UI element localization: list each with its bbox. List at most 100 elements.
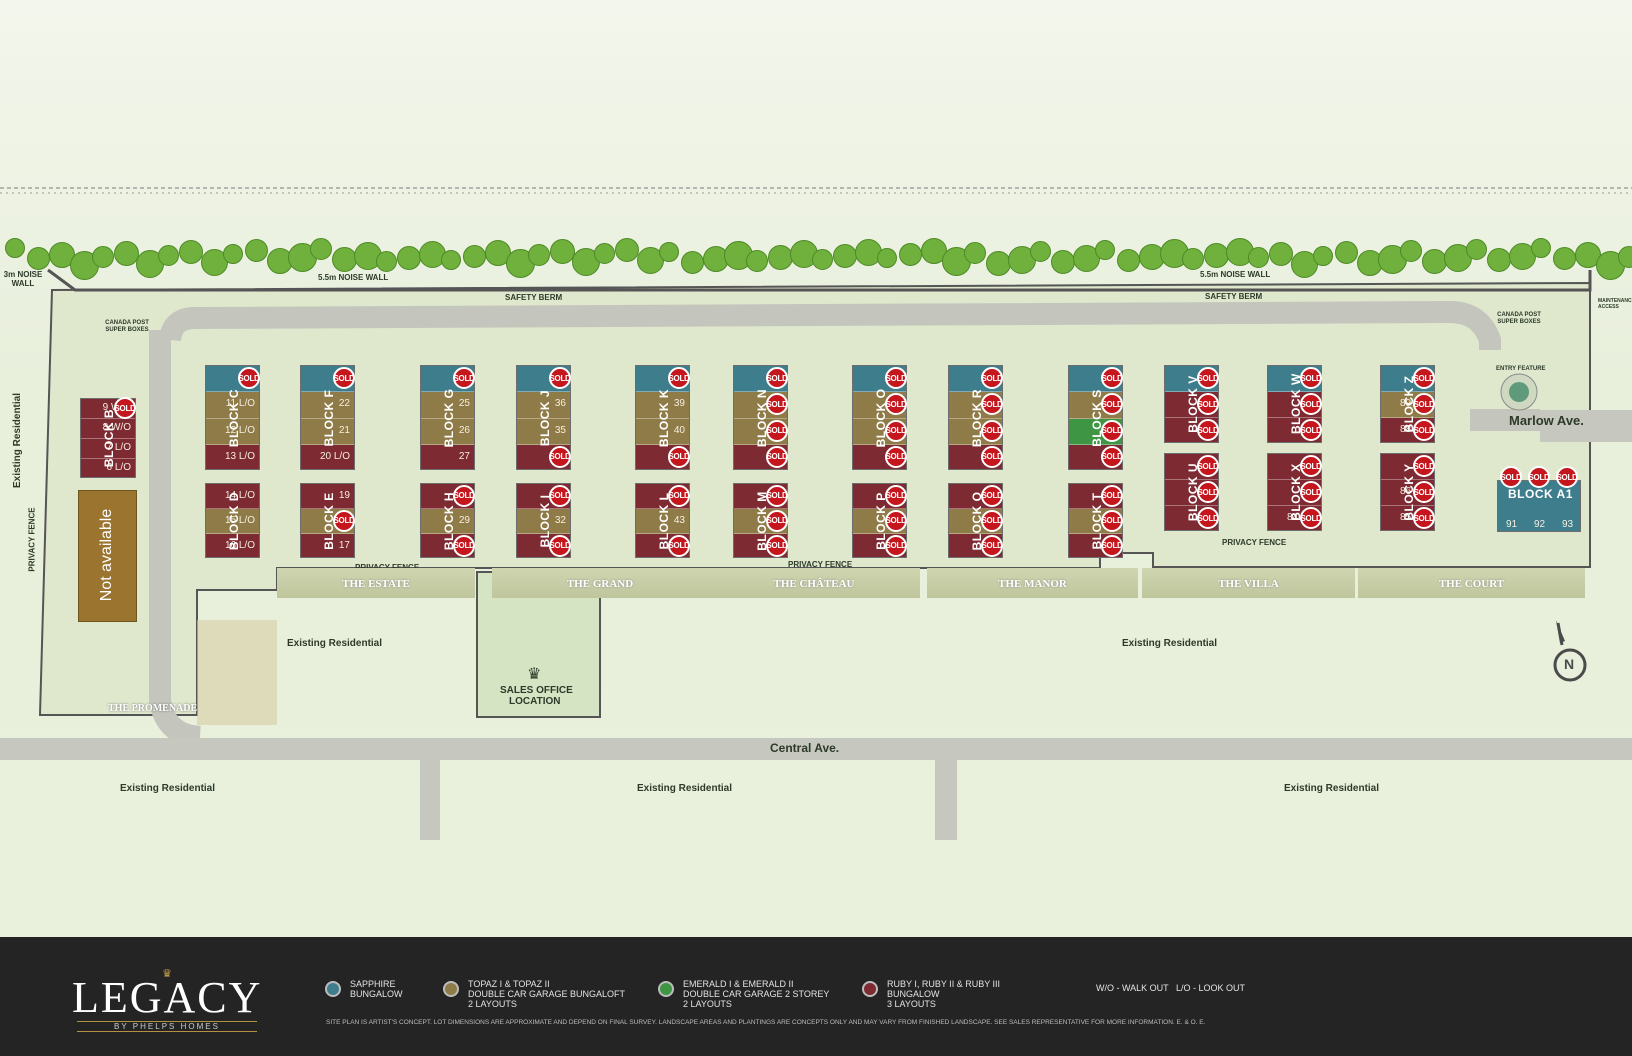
sold-badge: SOLD: [1300, 507, 1322, 529]
noise-wall-3m-label: 3m NOISE WALL: [3, 270, 43, 288]
legend-sapphire: SAPPHIRE BUNGALOW: [350, 979, 403, 999]
existing-residential-vertical-label: Existing Residential: [12, 392, 24, 489]
legend-footer: ♛ LEGACY BY PHELPS HOMES SAPPHIRE BUNGAL…: [0, 937, 1632, 1056]
street-band-0: THE ESTATE: [277, 568, 475, 598]
lot-15[interactable]: [206, 509, 259, 534]
tree-icon: [1029, 241, 1051, 262]
sold-badge: SOLD: [1413, 419, 1435, 441]
lot-number: 12 L/O: [224, 424, 255, 436]
tree-icon: [1182, 248, 1205, 270]
lot-14[interactable]: [206, 484, 259, 509]
legend-emerald-title: EMERALD I & EMERALD II: [683, 979, 794, 989]
street-band-1: THE GRAND: [492, 568, 708, 598]
legend-topaz: TOPAZ I & TOPAZ II DOUBLE CAR GARAGE BUN…: [468, 979, 625, 1009]
sold-badge: SOLD: [549, 445, 571, 468]
legend-topaz-title: TOPAZ I & TOPAZ II: [468, 979, 550, 989]
tree-icon: [1552, 247, 1576, 270]
north-arrow: [1553, 620, 1587, 682]
lot-number: 92: [1534, 519, 1546, 530]
lot-27[interactable]: [421, 444, 474, 469]
tree-icon: [1095, 240, 1115, 260]
not-available-block: Not available: [78, 490, 137, 622]
sold-badge: SOLD: [1413, 507, 1435, 529]
sold-badge: SOLD: [1101, 367, 1123, 390]
lot-21[interactable]: [301, 418, 354, 445]
lot-16[interactable]: [206, 534, 259, 557]
noise-wall-55-right-label: 5.5m NOISE WALL: [1200, 270, 1271, 279]
logo-main: LEGACY: [72, 973, 263, 1022]
sold-badge: SOLD: [981, 367, 1003, 390]
tree-icon: [1422, 249, 1447, 274]
sold-badge: SOLD: [981, 484, 1003, 507]
lot-25[interactable]: [421, 392, 474, 419]
lot-17[interactable]: [301, 534, 354, 557]
sold-badge: SOLD: [668, 445, 690, 468]
block-label: BLOCK G: [441, 388, 456, 447]
tree-icon: [964, 242, 987, 264]
street-name: THE CHÂTEAU: [773, 578, 855, 590]
sales-office-label: SALES OFFICE: [500, 685, 573, 696]
legacy-logo: ♛ LEGACY BY PHELPS HOMES: [72, 967, 262, 1032]
sold-badge: SOLD: [1413, 481, 1435, 503]
central-ave-road: [0, 738, 1632, 760]
legend-dot-ruby: [862, 981, 878, 997]
sold-badge: SOLD: [1300, 455, 1322, 477]
safety-berm-left-label: SAFETY BERM: [505, 293, 563, 302]
lot-number: 91: [1506, 519, 1518, 530]
lot-number: 13 L/O: [224, 450, 255, 462]
safety-berm-right-label: SAFETY BERM: [1205, 292, 1263, 301]
lot-26[interactable]: [421, 418, 474, 445]
sold-badge: SOLD: [885, 484, 907, 507]
lot-19[interactable]: [301, 484, 354, 509]
lot-13[interactable]: [206, 444, 259, 469]
tree-icon: [92, 246, 115, 268]
existing-residential-mid-right: Existing Residential: [1122, 638, 1218, 649]
lot-36[interactable]: [517, 392, 570, 419]
lot-93[interactable]: [1554, 481, 1580, 531]
sold-badge: SOLD: [766, 445, 788, 468]
tree-icon: [593, 243, 615, 264]
street-name: THE COURT: [1438, 578, 1505, 590]
street-name: THE MANOR: [998, 578, 1067, 590]
site-plan-map: 3m NOISE WALL 5.5m NOISE WALL 5.5m NOISE…: [0, 0, 1632, 937]
tree-icon: [811, 249, 833, 270]
street-band-5: THE COURT: [1358, 568, 1585, 598]
lot-92[interactable]: [1526, 481, 1554, 531]
sold-badge: SOLD: [981, 534, 1003, 557]
lot-29[interactable]: [421, 509, 474, 534]
legend-sapphire-title: SAPPHIRE: [350, 979, 396, 989]
marlow-ave-road: [1540, 410, 1632, 442]
lot-39[interactable]: [636, 392, 689, 419]
sold-badge: SOLD: [1197, 481, 1219, 503]
lot-20[interactable]: [301, 444, 354, 469]
legend-ruby-desc: BUNGALOW: [887, 989, 940, 999]
block-label: BLOCK A1: [1508, 487, 1573, 501]
block-block-j[interactable]: 37363534BLOCK J: [516, 365, 571, 470]
privacy-fence-label-2: PRIVACY FENCE: [788, 560, 853, 569]
lot-43[interactable]: [636, 509, 689, 534]
tree-icon: [898, 243, 922, 266]
sold-badge: SOLD: [766, 419, 788, 442]
lot-number: 39: [673, 398, 685, 410]
lot-6[interactable]: [81, 459, 135, 477]
lot-32[interactable]: [517, 509, 570, 534]
lot-12[interactable]: [206, 418, 259, 445]
sold-badge: SOLD: [668, 484, 690, 507]
lot-35[interactable]: [517, 418, 570, 445]
existing-residential-bottom-3: Existing Residential: [1284, 783, 1380, 794]
privacy-fence-vertical-label: PRIVACY FENCE: [27, 507, 37, 572]
tree-icon: [659, 242, 679, 262]
sold-badge: SOLD: [766, 484, 788, 507]
sold-badge: SOLD: [1197, 367, 1219, 389]
tree-icon: [462, 245, 486, 268]
lot-40[interactable]: [636, 418, 689, 445]
lot-7[interactable]: [81, 439, 135, 459]
street-name: THE GRAND: [566, 578, 634, 590]
lot-22[interactable]: [301, 392, 354, 419]
lot-8[interactable]: [81, 419, 135, 439]
lot-11[interactable]: [206, 392, 259, 419]
lot-91[interactable]: [1498, 481, 1526, 531]
tree-icon: [1465, 239, 1487, 260]
